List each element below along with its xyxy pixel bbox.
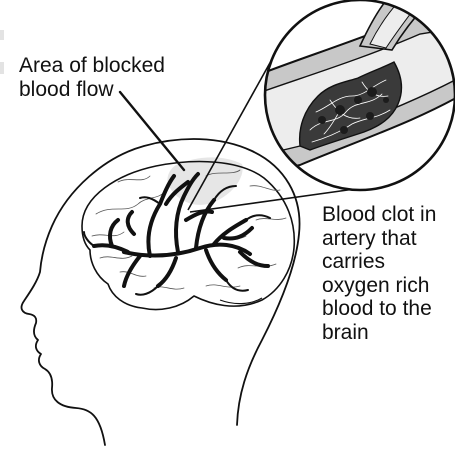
- label-clot-line-3: carries: [322, 250, 436, 274]
- magnifier-circle: [250, 0, 455, 190]
- label-blocked-area-line-1: Area of blocked: [19, 54, 165, 78]
- label-clot-line-4: oxygen rich: [322, 274, 436, 298]
- head-profile-outline: [22, 139, 300, 445]
- label-clot-line-1: Blood clot in: [322, 203, 436, 227]
- blocked-area-leader-line: [120, 92, 184, 170]
- label-clot-line-6: brain: [322, 321, 436, 345]
- label-clot-line-5: blood to the: [322, 297, 436, 321]
- label-blood-clot: Blood clot in artery that carries oxygen…: [322, 203, 436, 344]
- label-clot-line-2: artery that: [322, 227, 436, 251]
- label-blocked-area: Area of blocked blood flow: [19, 54, 165, 101]
- label-blocked-area-line-2: blood flow: [19, 78, 165, 102]
